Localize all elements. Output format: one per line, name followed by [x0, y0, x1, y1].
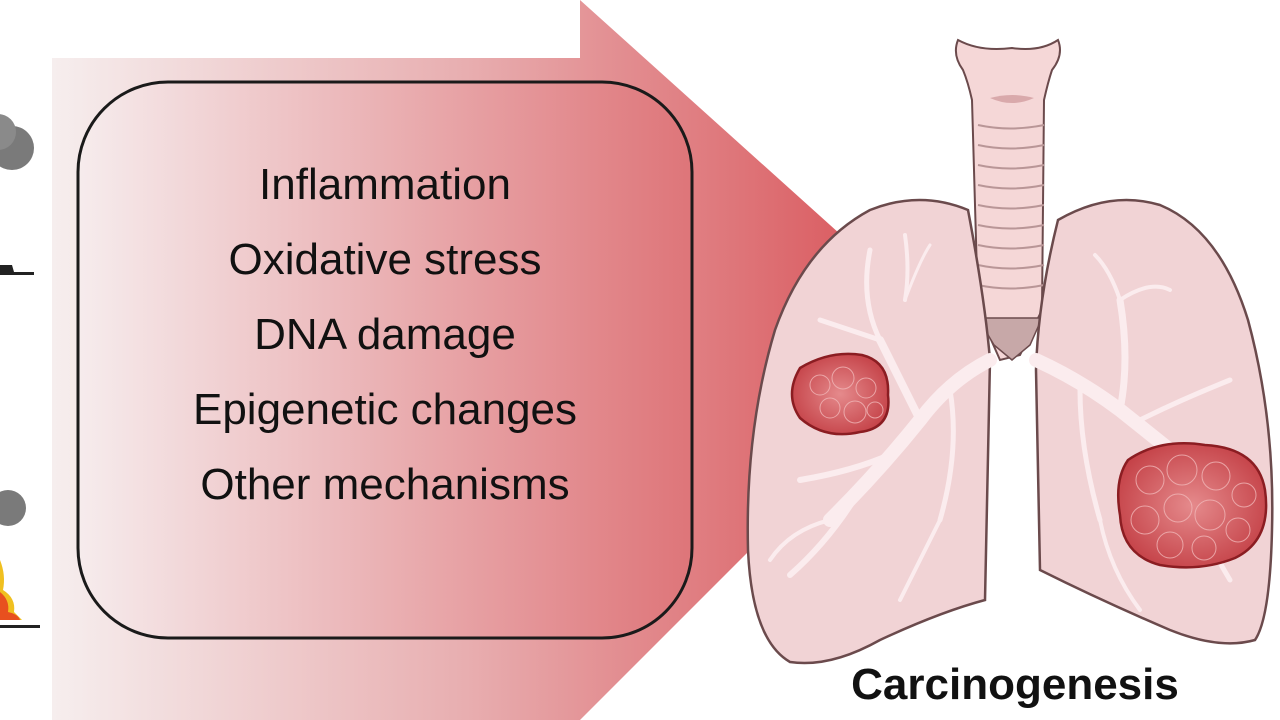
mechanism-inflammation: Inflammation	[259, 160, 511, 209]
mechanism-dna-damage: DNA damage	[254, 310, 516, 359]
mechanism-epigenetic-changes: Epigenetic changes	[192, 385, 578, 434]
right-lung	[1034, 198, 1274, 645]
mechanism-other: Other mechanisms	[200, 460, 570, 509]
tumor-icon	[790, 352, 890, 436]
left-lung	[746, 198, 992, 665]
fire-smoke-icon	[0, 490, 40, 628]
outcome-label: Carcinogenesis	[851, 660, 1179, 709]
tumor-icon	[1117, 442, 1268, 569]
lungs-icon	[746, 38, 1274, 665]
smoke-stack-icon	[0, 114, 34, 275]
mechanisms-box	[76, 80, 694, 640]
mechanism-oxidative-stress: Oxidative stress	[228, 235, 542, 284]
